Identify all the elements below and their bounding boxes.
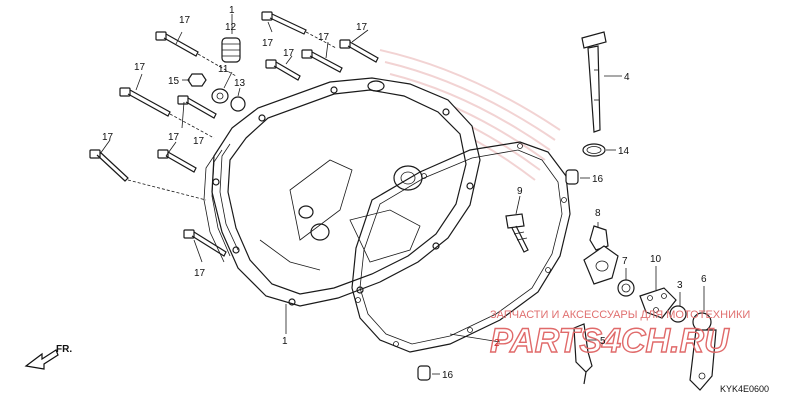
bolt-17-f bbox=[119, 87, 215, 139]
callout-3: 3 bbox=[677, 280, 683, 291]
front-direction-indicator: FR. bbox=[24, 344, 72, 370]
lever-5 bbox=[573, 323, 593, 385]
bolt-17-e bbox=[265, 59, 301, 81]
callout-17-h: 17 bbox=[102, 132, 114, 143]
bolt-17-b bbox=[261, 11, 337, 49]
bushing-7 bbox=[617, 279, 635, 297]
callout-9: 9 bbox=[517, 186, 523, 197]
right-crankcase-cover bbox=[203, 77, 481, 307]
bolt-17-c bbox=[301, 49, 343, 73]
cover-gasket bbox=[351, 141, 571, 353]
callout-17-b: 17 bbox=[262, 38, 274, 49]
dowel-pin-16-b bbox=[417, 365, 431, 381]
callout-15: 15 bbox=[168, 76, 180, 87]
shaft-stud-9 bbox=[505, 213, 529, 253]
callout-17-i: 17 bbox=[168, 132, 180, 143]
callout-17-e: 17 bbox=[283, 48, 295, 59]
callout-17-g: 17 bbox=[193, 136, 205, 147]
callout-8: 8 bbox=[595, 208, 601, 219]
gear-12 bbox=[221, 37, 241, 63]
watermark-logo: PARTS4CH.RU bbox=[490, 322, 730, 360]
leader-lines bbox=[99, 14, 705, 375]
bolt-17-h bbox=[89, 149, 207, 201]
oil-dipstick-4 bbox=[581, 31, 607, 133]
bolt-17-j bbox=[183, 229, 227, 257]
o-ring-13 bbox=[230, 96, 246, 112]
lifter-plate bbox=[583, 245, 619, 285]
callout-17-f: 17 bbox=[134, 62, 146, 73]
washer-11 bbox=[211, 88, 229, 104]
callout-5: 5 bbox=[600, 336, 606, 347]
bolt-17-g bbox=[177, 95, 217, 119]
callout-12: 12 bbox=[225, 22, 237, 33]
callout-11: 11 bbox=[218, 64, 229, 75]
arm-6 bbox=[689, 312, 717, 391]
bolt-17-d bbox=[339, 39, 379, 63]
callout-13: 13 bbox=[234, 78, 246, 89]
o-ring-14 bbox=[582, 143, 606, 157]
dowel-pin-16-a bbox=[565, 169, 579, 185]
nut-15 bbox=[187, 73, 207, 87]
diagram-code: KYK4E0600 bbox=[720, 384, 769, 394]
callout-6: 6 bbox=[701, 274, 707, 285]
callout-1-bottom: 1 bbox=[282, 336, 288, 347]
bolt-17-a bbox=[155, 31, 237, 77]
plate-10 bbox=[639, 287, 677, 319]
bolt-17-i bbox=[157, 149, 197, 173]
front-arrow-icon bbox=[24, 349, 59, 370]
callout-16-a: 16 bbox=[592, 174, 604, 185]
callout-17-j: 17 bbox=[194, 268, 206, 279]
callout-16-b: 16 bbox=[442, 370, 454, 381]
callout-2: 2 bbox=[494, 338, 500, 349]
callout-17-a: 17 bbox=[179, 15, 191, 26]
callout-17-d: 17 bbox=[356, 22, 368, 33]
callout-1-top: 1 bbox=[229, 5, 235, 16]
callout-7: 7 bbox=[622, 256, 628, 267]
watermark-caption: ЗАПЧАСТИ И АКСЕССУАРЫ ДЛЯ МОТОТЕХНИКИ bbox=[490, 309, 750, 321]
callout-4: 4 bbox=[624, 72, 630, 83]
callout-10: 10 bbox=[650, 254, 662, 265]
front-label: FR. bbox=[56, 344, 72, 355]
callout-14: 14 bbox=[618, 146, 630, 157]
seal-3 bbox=[669, 305, 687, 323]
callout-17-c: 17 bbox=[318, 32, 330, 43]
